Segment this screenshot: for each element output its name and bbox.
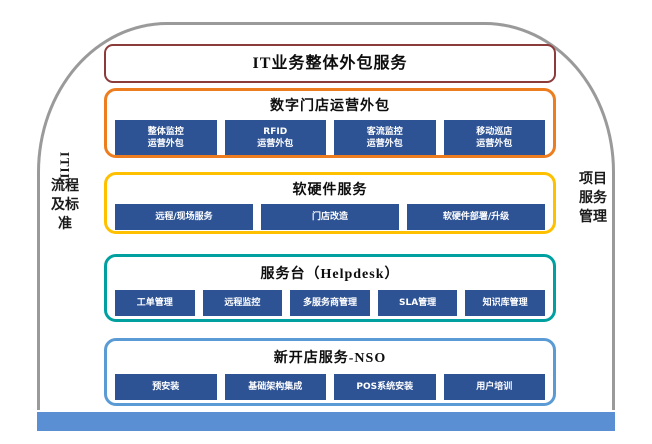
chip-row: 预安装 基础架构集成 POS系统安装 用户培训 [107, 374, 553, 400]
chip-line-1: 移动巡店 [476, 126, 513, 137]
panel-title: 新开店服务-NSO [273, 351, 387, 366]
chip-item[interactable]: 基础架构集成 [224, 374, 326, 400]
panel-title: IT业务整体外包服务 [252, 55, 408, 72]
chip-line-2: 运营外包 [147, 138, 184, 149]
chip-line-2: 运营外包 [476, 138, 513, 149]
side-label-right: 项目服务管理 [576, 170, 610, 227]
chip-item[interactable]: SLA管理 [377, 290, 458, 316]
panel-digital-store-operations[interactable]: 数字门店运营外包 整体监控 运营外包 RFID 运营外包 客流监控 运营外包 移… [104, 88, 556, 158]
chip-item[interactable]: 整体监控 运营外包 [115, 120, 217, 155]
chip-line-1: 基础架构集成 [248, 382, 303, 392]
chip-item[interactable]: 移动巡店 运营外包 [443, 120, 545, 155]
panel-title: 服务台（Helpdesk） [260, 267, 400, 282]
chip-item[interactable]: 远程/现场服务 [115, 204, 253, 230]
side-label-left: ITIL 流程及标准 [48, 152, 82, 234]
chip-item[interactable]: 用户培训 [443, 374, 545, 400]
side-label-right-cjk: 项目服务管理 [579, 171, 607, 225]
chip-line-1: 远程/现场服务 [155, 212, 213, 222]
chip-line-1: 软硬件部署/升级 [442, 212, 510, 222]
chip-item[interactable]: 工单管理 [115, 290, 195, 316]
chip-row: 工单管理 远程监控 多服务商管理 SLA管理 知识库管理 [107, 290, 553, 316]
chip-item[interactable]: 软硬件部署/升级 [407, 204, 545, 230]
chip-line-1: 工单管理 [136, 298, 173, 308]
panel-new-store-opening-nso[interactable]: 新开店服务-NSO 预安装 基础架构集成 POS系统安装 用户培训 [104, 338, 556, 406]
panel-helpdesk[interactable]: 服务台（Helpdesk） 工单管理 远程监控 多服务商管理 SLA管理 知识库… [104, 254, 556, 322]
arch-frame [37, 22, 615, 410]
chip-item[interactable]: 客流监控 运营外包 [334, 120, 436, 155]
panel-it-overall-outsourcing[interactable]: IT业务整体外包服务 [104, 44, 556, 83]
chip-item[interactable]: 知识库管理 [465, 290, 545, 316]
chip-item[interactable]: 远程监控 [202, 290, 283, 316]
panel-software-hardware-services[interactable]: 软硬件服务 远程/现场服务 门店改造 软硬件部署/升级 [104, 172, 556, 234]
side-label-left-latin: ITIL [57, 151, 73, 184]
chip-item[interactable]: RFID 运营外包 [224, 120, 326, 155]
chip-line-1: SLA管理 [398, 298, 437, 308]
chip-line-1: RFID [263, 126, 288, 137]
chip-line-1: 客流监控 [366, 126, 403, 137]
panel-title: 数字门店运营外包 [270, 99, 390, 114]
chip-item[interactable]: 门店改造 [261, 204, 399, 230]
base-bar [37, 412, 615, 431]
chip-line-1: 预安装 [152, 382, 180, 392]
chip-item[interactable]: POS系统安装 [334, 374, 436, 400]
chip-line-1: 用户培训 [476, 382, 513, 392]
chip-item[interactable]: 多服务商管理 [290, 290, 370, 316]
chip-line-1: 门店改造 [311, 212, 348, 222]
chip-row: 远程/现场服务 门店改造 软硬件部署/升级 [107, 204, 553, 230]
chip-line-1: 多服务商管理 [302, 298, 357, 308]
chip-row: 整体监控 运营外包 RFID 运营外包 客流监控 运营外包 移动巡店 运营外包 [107, 120, 553, 155]
chip-item[interactable]: 预安装 [115, 374, 217, 400]
chip-line-1: 整体监控 [147, 126, 184, 137]
chip-line-1: 远程监控 [224, 298, 261, 308]
chip-line-1: POS系统安装 [356, 382, 414, 392]
chip-line-1: 知识库管理 [482, 298, 528, 308]
chip-line-2: 运营外包 [257, 138, 294, 149]
side-label-left-cjk: 流程及标准 [51, 178, 79, 232]
panel-title: 软硬件服务 [292, 183, 368, 198]
chip-line-2: 运营外包 [366, 138, 403, 149]
